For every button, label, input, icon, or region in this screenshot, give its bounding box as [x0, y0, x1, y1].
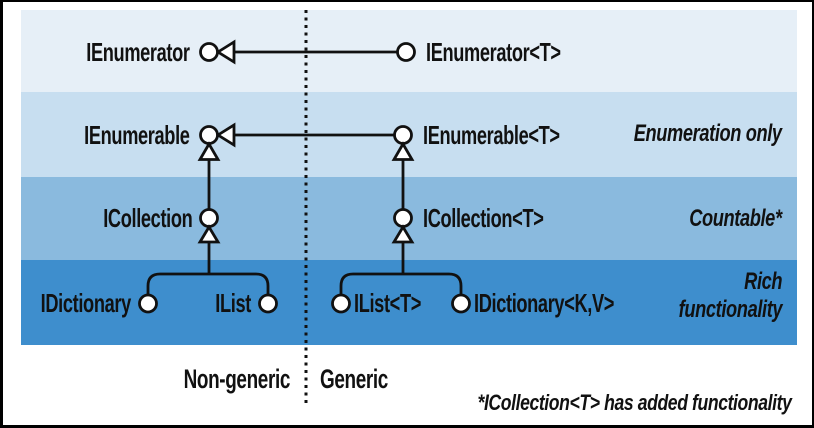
label-ienumerable: IEnumerable	[84, 120, 191, 150]
label-idictionary: IDictionary	[40, 288, 132, 318]
label-idictionary-kv: IDictionary<K,V>	[474, 288, 615, 318]
inheritance-arrowhead-icon	[197, 141, 221, 161]
interface-lollipop-icon	[331, 293, 351, 314]
inheritance-arrowhead-icon	[391, 224, 415, 244]
note-countable: Countable*	[689, 205, 783, 232]
enumerator-association-arrow	[199, 39, 416, 65]
interface-lollipop-icon	[393, 125, 413, 145]
footnote: *ICollection<T> has added functionality	[477, 390, 791, 415]
inheritance-arrowhead-icon	[215, 122, 236, 148]
collection-lollipops	[199, 208, 413, 228]
non-generic-branch	[138, 224, 278, 314]
enumerable-association-arrow	[199, 122, 413, 148]
interface-lollipop-icon	[393, 208, 413, 228]
collection-to-enumerable-arrows	[197, 141, 415, 210]
interface-lollipop-icon	[199, 125, 219, 145]
column-label-generic: Generic	[320, 364, 388, 394]
label-ilist-t: IList<T>	[354, 288, 421, 318]
label-icollection-t: ICollection<T>	[423, 203, 544, 233]
interface-lollipop-icon	[451, 293, 471, 314]
label-ienumerator: IEnumerator	[86, 37, 191, 67]
label-ienumerator-t: IEnumerator<T>	[426, 37, 561, 67]
note-enumeration-only: Enumeration only	[634, 120, 782, 147]
note-rich-functionality: Rich functionality	[678, 268, 783, 323]
label-ienumerable-t: IEnumerable<T>	[423, 120, 560, 150]
connector-layer	[138, 10, 471, 406]
label-icollection: ICollection	[102, 203, 193, 233]
interface-lollipop-icon	[138, 293, 158, 314]
interface-lollipop-icon	[396, 42, 416, 62]
interface-lollipop-icon	[258, 293, 278, 314]
generic-branch	[331, 224, 471, 314]
inheritance-arrowhead-icon	[197, 224, 221, 244]
label-ilist: IList	[215, 288, 251, 318]
interface-lollipop-icon	[199, 208, 219, 228]
column-label-non-generic: Non-generic	[183, 364, 291, 394]
inheritance-arrowhead-icon	[215, 39, 236, 65]
inheritance-arrowhead-icon	[391, 141, 415, 161]
interface-lollipop-icon	[199, 42, 219, 62]
